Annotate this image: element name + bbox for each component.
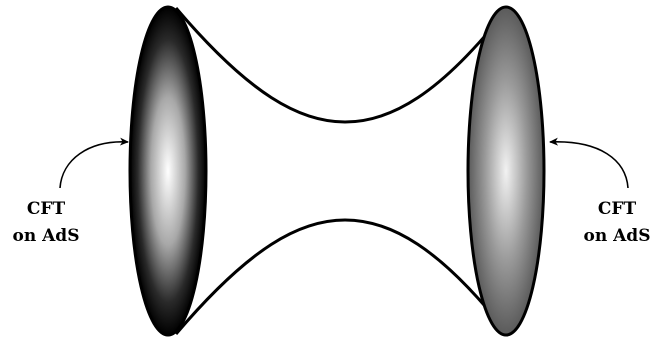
- left-label-line2: on AdS: [13, 226, 80, 246]
- right-boundary-disk: [468, 7, 544, 335]
- right-label-line1: CFT: [598, 199, 637, 219]
- left-boundary-disk: [130, 7, 206, 335]
- wormhole-upper-curve: [176, 8, 508, 122]
- right-arrow: [550, 142, 628, 188]
- right-label-line2: on AdS: [584, 226, 651, 246]
- left-label-line1: CFT: [27, 199, 66, 219]
- wormhole-lower-curve: [176, 220, 508, 334]
- left-arrow: [60, 142, 128, 188]
